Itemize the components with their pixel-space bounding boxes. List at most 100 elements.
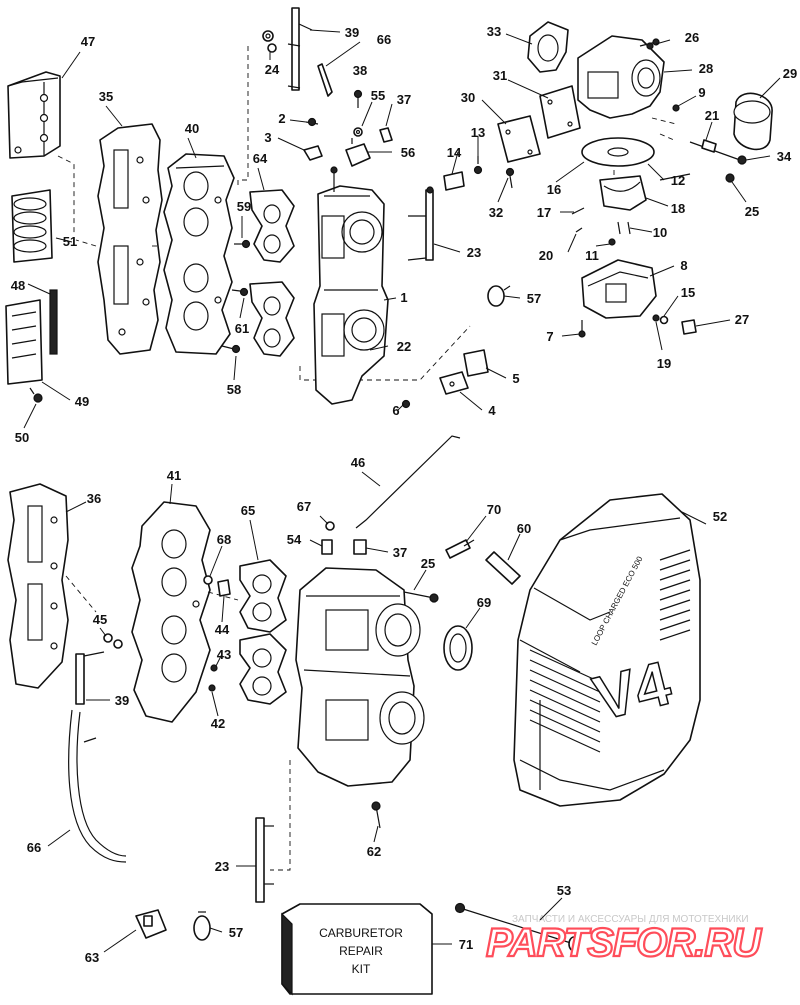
callout-27: 19 bbox=[657, 356, 671, 371]
callout-63: 63 bbox=[85, 950, 99, 965]
lower-carburetor-gasket bbox=[239, 559, 287, 705]
throat-gasket bbox=[527, 21, 569, 73]
reed-cover bbox=[7, 71, 61, 159]
carburetor-body bbox=[577, 35, 665, 119]
callout-26: 26 bbox=[685, 30, 699, 45]
callout-10: 10 bbox=[653, 225, 667, 240]
callout-12: 12 bbox=[671, 173, 685, 188]
callout-29: 29 bbox=[783, 66, 797, 81]
callout-23-lower: 23 bbox=[215, 859, 229, 874]
callout-52: 52 bbox=[713, 509, 727, 524]
callout-44: 44 bbox=[215, 622, 230, 637]
diaphragm bbox=[581, 137, 655, 167]
callout-38: 38 bbox=[353, 63, 367, 78]
callout-56: 56 bbox=[401, 145, 415, 160]
callout-61: 61 bbox=[235, 321, 249, 336]
callout-64: 64 bbox=[253, 151, 268, 166]
reed-block bbox=[5, 299, 43, 385]
watermark-tagline: ЗАПЧАСТИ И АКСЕССУАРЫ ДЛЯ МОТОТЕХНИКИ bbox=[512, 914, 749, 925]
callout-66-lower: 66 bbox=[27, 840, 41, 855]
callout-68: 68 bbox=[217, 532, 231, 547]
callout-22: 22 bbox=[397, 339, 411, 354]
callout-41: 41 bbox=[167, 468, 181, 483]
callout-48: 48 bbox=[11, 278, 25, 293]
callout-7: 7 bbox=[546, 329, 553, 344]
idle-screw bbox=[689, 139, 747, 165]
o-ring-69 bbox=[443, 625, 473, 671]
callout-25: 25 bbox=[745, 204, 759, 219]
jet-9 bbox=[672, 104, 680, 112]
cover-5 bbox=[463, 349, 489, 377]
callout-46: 46 bbox=[351, 455, 365, 470]
fuel-tee-23-lower bbox=[255, 817, 274, 903]
cap-37 bbox=[379, 127, 393, 143]
screw-6 bbox=[401, 399, 411, 409]
kit-label-line-3: KIT bbox=[352, 962, 371, 976]
callout-6: 6 bbox=[392, 403, 399, 418]
callout-15: 15 bbox=[681, 285, 695, 300]
pin-17 bbox=[571, 207, 585, 215]
callout-9: 9 bbox=[698, 85, 705, 100]
seat-11 bbox=[608, 238, 616, 246]
callout-34: 34 bbox=[777, 149, 792, 164]
cover-4 bbox=[439, 371, 469, 395]
callout-69: 69 bbox=[477, 595, 491, 610]
kit-label-line-2: REPAIR bbox=[339, 944, 383, 958]
bolt-53 bbox=[454, 902, 580, 952]
callout-49: 49 bbox=[75, 394, 89, 409]
callout-57: 57 bbox=[527, 291, 541, 306]
bracket-3 bbox=[303, 145, 323, 161]
callout-11: 11 bbox=[585, 248, 599, 263]
plug-43 bbox=[210, 664, 218, 672]
silencer-cover bbox=[513, 493, 701, 807]
carburetor-repair-kit bbox=[281, 903, 433, 996]
clip-56 bbox=[345, 138, 371, 167]
fuel-tee-23-upper bbox=[407, 186, 434, 261]
float bbox=[599, 175, 647, 211]
screw-59 bbox=[234, 239, 251, 249]
washer-24 bbox=[262, 30, 277, 53]
callout-55: 55 bbox=[371, 88, 385, 103]
callout-2: 2 bbox=[278, 111, 285, 126]
screw-58 bbox=[221, 344, 241, 354]
nut-55 bbox=[353, 127, 363, 137]
callout-33: 33 bbox=[487, 24, 501, 39]
callout-62: 62 bbox=[367, 844, 381, 859]
screw-38 bbox=[353, 89, 363, 108]
callout-39-lower: 39 bbox=[115, 693, 129, 708]
carburetor-assembly-lower bbox=[295, 567, 425, 787]
callout-50: 50 bbox=[15, 430, 29, 445]
carburetor-assembly-upper bbox=[313, 166, 389, 405]
callout-24: 24 bbox=[265, 62, 280, 77]
callout-17: 17 bbox=[537, 205, 551, 220]
callout-45: 45 bbox=[93, 612, 107, 627]
screw-32 bbox=[505, 167, 515, 189]
callout-14: 14 bbox=[447, 145, 462, 160]
callout-4: 4 bbox=[488, 403, 496, 418]
callout-60: 60 bbox=[517, 521, 531, 536]
callout-23: 23 bbox=[467, 245, 481, 260]
float-bowl bbox=[581, 259, 657, 319]
lower-manifold-gasket bbox=[7, 483, 69, 689]
callout-51: 51 bbox=[63, 234, 77, 249]
plate-30 bbox=[497, 115, 541, 163]
reed-plate-set bbox=[11, 189, 53, 263]
needle-20 bbox=[575, 227, 583, 233]
callout-20: 20 bbox=[539, 248, 553, 263]
screw-62 bbox=[371, 801, 381, 829]
spring-12 bbox=[659, 173, 691, 181]
callout-39: 39 bbox=[345, 25, 359, 40]
hose-66 bbox=[317, 63, 333, 97]
callout-31: 31 bbox=[493, 68, 507, 83]
intake-manifold bbox=[163, 153, 235, 355]
callout-30: 30 bbox=[461, 90, 475, 105]
hose-66-lower bbox=[68, 709, 127, 863]
callout-1: 1 bbox=[400, 290, 407, 305]
callout-36: 36 bbox=[87, 491, 101, 506]
fuel-tee-39 bbox=[287, 7, 313, 91]
callout-70: 70 bbox=[487, 502, 501, 517]
callout-5: 5 bbox=[512, 371, 519, 386]
watermark-logo: PARTSFOR.RU bbox=[486, 921, 762, 965]
link-rod bbox=[355, 435, 461, 529]
